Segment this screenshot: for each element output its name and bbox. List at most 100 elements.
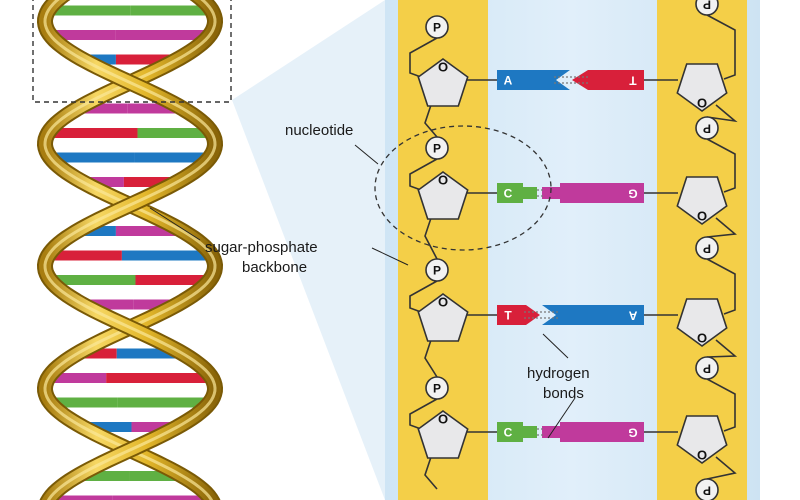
zoom-wedge xyxy=(232,0,385,500)
helix-rung-right xyxy=(123,177,178,187)
left-chain-link xyxy=(409,158,438,191)
phosphate-symbol: P xyxy=(703,122,711,136)
left-chain-link xyxy=(409,398,438,430)
right-base-letter: T xyxy=(629,74,637,88)
backbone-label-line1: sugar-phosphate xyxy=(205,239,318,256)
left-chain-link xyxy=(409,280,438,313)
helix-rung-left xyxy=(77,226,116,236)
helix-rung-left xyxy=(48,5,131,16)
phosphate-circle xyxy=(695,478,719,500)
left-base-letter: T xyxy=(504,309,512,323)
helix-rung-right xyxy=(127,103,183,114)
left-base-letter: C xyxy=(504,187,513,201)
hbond-leader-top xyxy=(542,333,569,359)
double-helix xyxy=(36,0,224,500)
left-sugar-oxygen: O xyxy=(438,173,448,188)
hbond-label-line1: hydrogen xyxy=(527,365,590,382)
right-sugar-oxygen: O xyxy=(697,331,707,346)
helix-rung-left xyxy=(82,177,124,187)
helix-rung-right xyxy=(130,5,212,16)
helix-rung-right xyxy=(115,226,183,236)
phosphate-circle xyxy=(425,258,449,282)
helix-rung-right xyxy=(106,373,212,383)
helix-strand-a-highlight xyxy=(43,0,217,500)
left-base-notch xyxy=(523,187,537,199)
phosphate-symbol: P xyxy=(433,382,441,396)
right-chain-link xyxy=(706,339,738,358)
left-sugar xyxy=(417,293,469,342)
phosphate-circle xyxy=(695,236,719,260)
left-base-letter: C xyxy=(504,426,513,440)
right-chain-link xyxy=(706,138,736,193)
helix-rung-left xyxy=(50,30,116,40)
helix-rung-right xyxy=(115,54,178,65)
left-chain-link xyxy=(409,37,438,78)
right-sugar xyxy=(676,415,728,464)
helix-rung-right xyxy=(134,152,210,163)
helix-rung-right xyxy=(135,275,210,285)
helix-rung-right xyxy=(129,471,183,481)
right-chain-link xyxy=(706,258,736,315)
annotations: nucleotide sugar-phosphate backbone hydr… xyxy=(149,122,590,439)
nucleotide-leader xyxy=(354,144,379,165)
helix-rung-left xyxy=(77,471,130,481)
nucleotide-outline xyxy=(374,125,552,251)
left-sugar-oxygen: O xyxy=(438,412,448,427)
right-sugar-oxygen: O xyxy=(697,448,707,463)
helix-strand-b-highlight xyxy=(43,0,217,500)
helix-rung-left xyxy=(82,422,132,432)
left-base-shape xyxy=(497,305,540,325)
left-sugar xyxy=(417,171,469,220)
right-sugar-oxygen: O xyxy=(697,209,707,224)
helix-rung-left xyxy=(48,495,113,500)
helix-rung-right xyxy=(115,30,210,40)
helix-rung-left xyxy=(77,103,128,114)
nucleotide-label: nucleotide xyxy=(285,122,353,139)
phosphate-symbol: P xyxy=(703,484,711,498)
right-chain-link xyxy=(706,217,737,238)
right-chain-link xyxy=(706,14,736,80)
right-chain-link xyxy=(706,456,737,480)
right-base-notch xyxy=(542,187,560,199)
left-sugar xyxy=(417,410,469,459)
phosphate-symbol: P xyxy=(703,362,711,376)
helix-rung-left xyxy=(77,348,117,359)
phosphate-circle xyxy=(695,356,719,380)
phosphate-symbol: P xyxy=(703,0,711,12)
helix-rung-left xyxy=(82,299,134,310)
right-base-letter: G xyxy=(628,426,637,440)
helix-rung-right xyxy=(133,299,178,310)
left-chain-link xyxy=(424,456,438,490)
left-sugar-oxygen: O xyxy=(438,60,448,75)
right-base-shape xyxy=(560,422,644,442)
phosphate-circle xyxy=(425,376,449,400)
helix-rung-right xyxy=(121,250,212,261)
hbond-leader-bottom xyxy=(547,397,576,439)
phosphate-circle xyxy=(695,116,719,140)
helix-rung-right xyxy=(116,348,183,359)
right-chain-link xyxy=(706,378,736,432)
phosphate-symbol: P xyxy=(433,142,441,156)
left-base-shape xyxy=(497,183,523,203)
left-base-notch xyxy=(523,426,537,438)
phosphate-circle xyxy=(425,136,449,160)
helix-rung-right xyxy=(137,128,212,138)
helix-rung-left xyxy=(48,250,122,261)
helix-rung-left xyxy=(50,152,135,163)
right-base-notch xyxy=(542,426,560,438)
phosphate-circle xyxy=(425,15,449,39)
hbond-label-line2: bonds xyxy=(543,385,584,402)
helix-rung-left xyxy=(48,128,138,138)
right-base-shape xyxy=(560,183,644,203)
right-sugar xyxy=(676,176,728,225)
backbone-label-line2: backbone xyxy=(242,259,307,276)
helix-rung-right xyxy=(131,422,178,432)
helix-rung-left xyxy=(48,373,107,383)
helix-rung-left xyxy=(50,275,136,285)
